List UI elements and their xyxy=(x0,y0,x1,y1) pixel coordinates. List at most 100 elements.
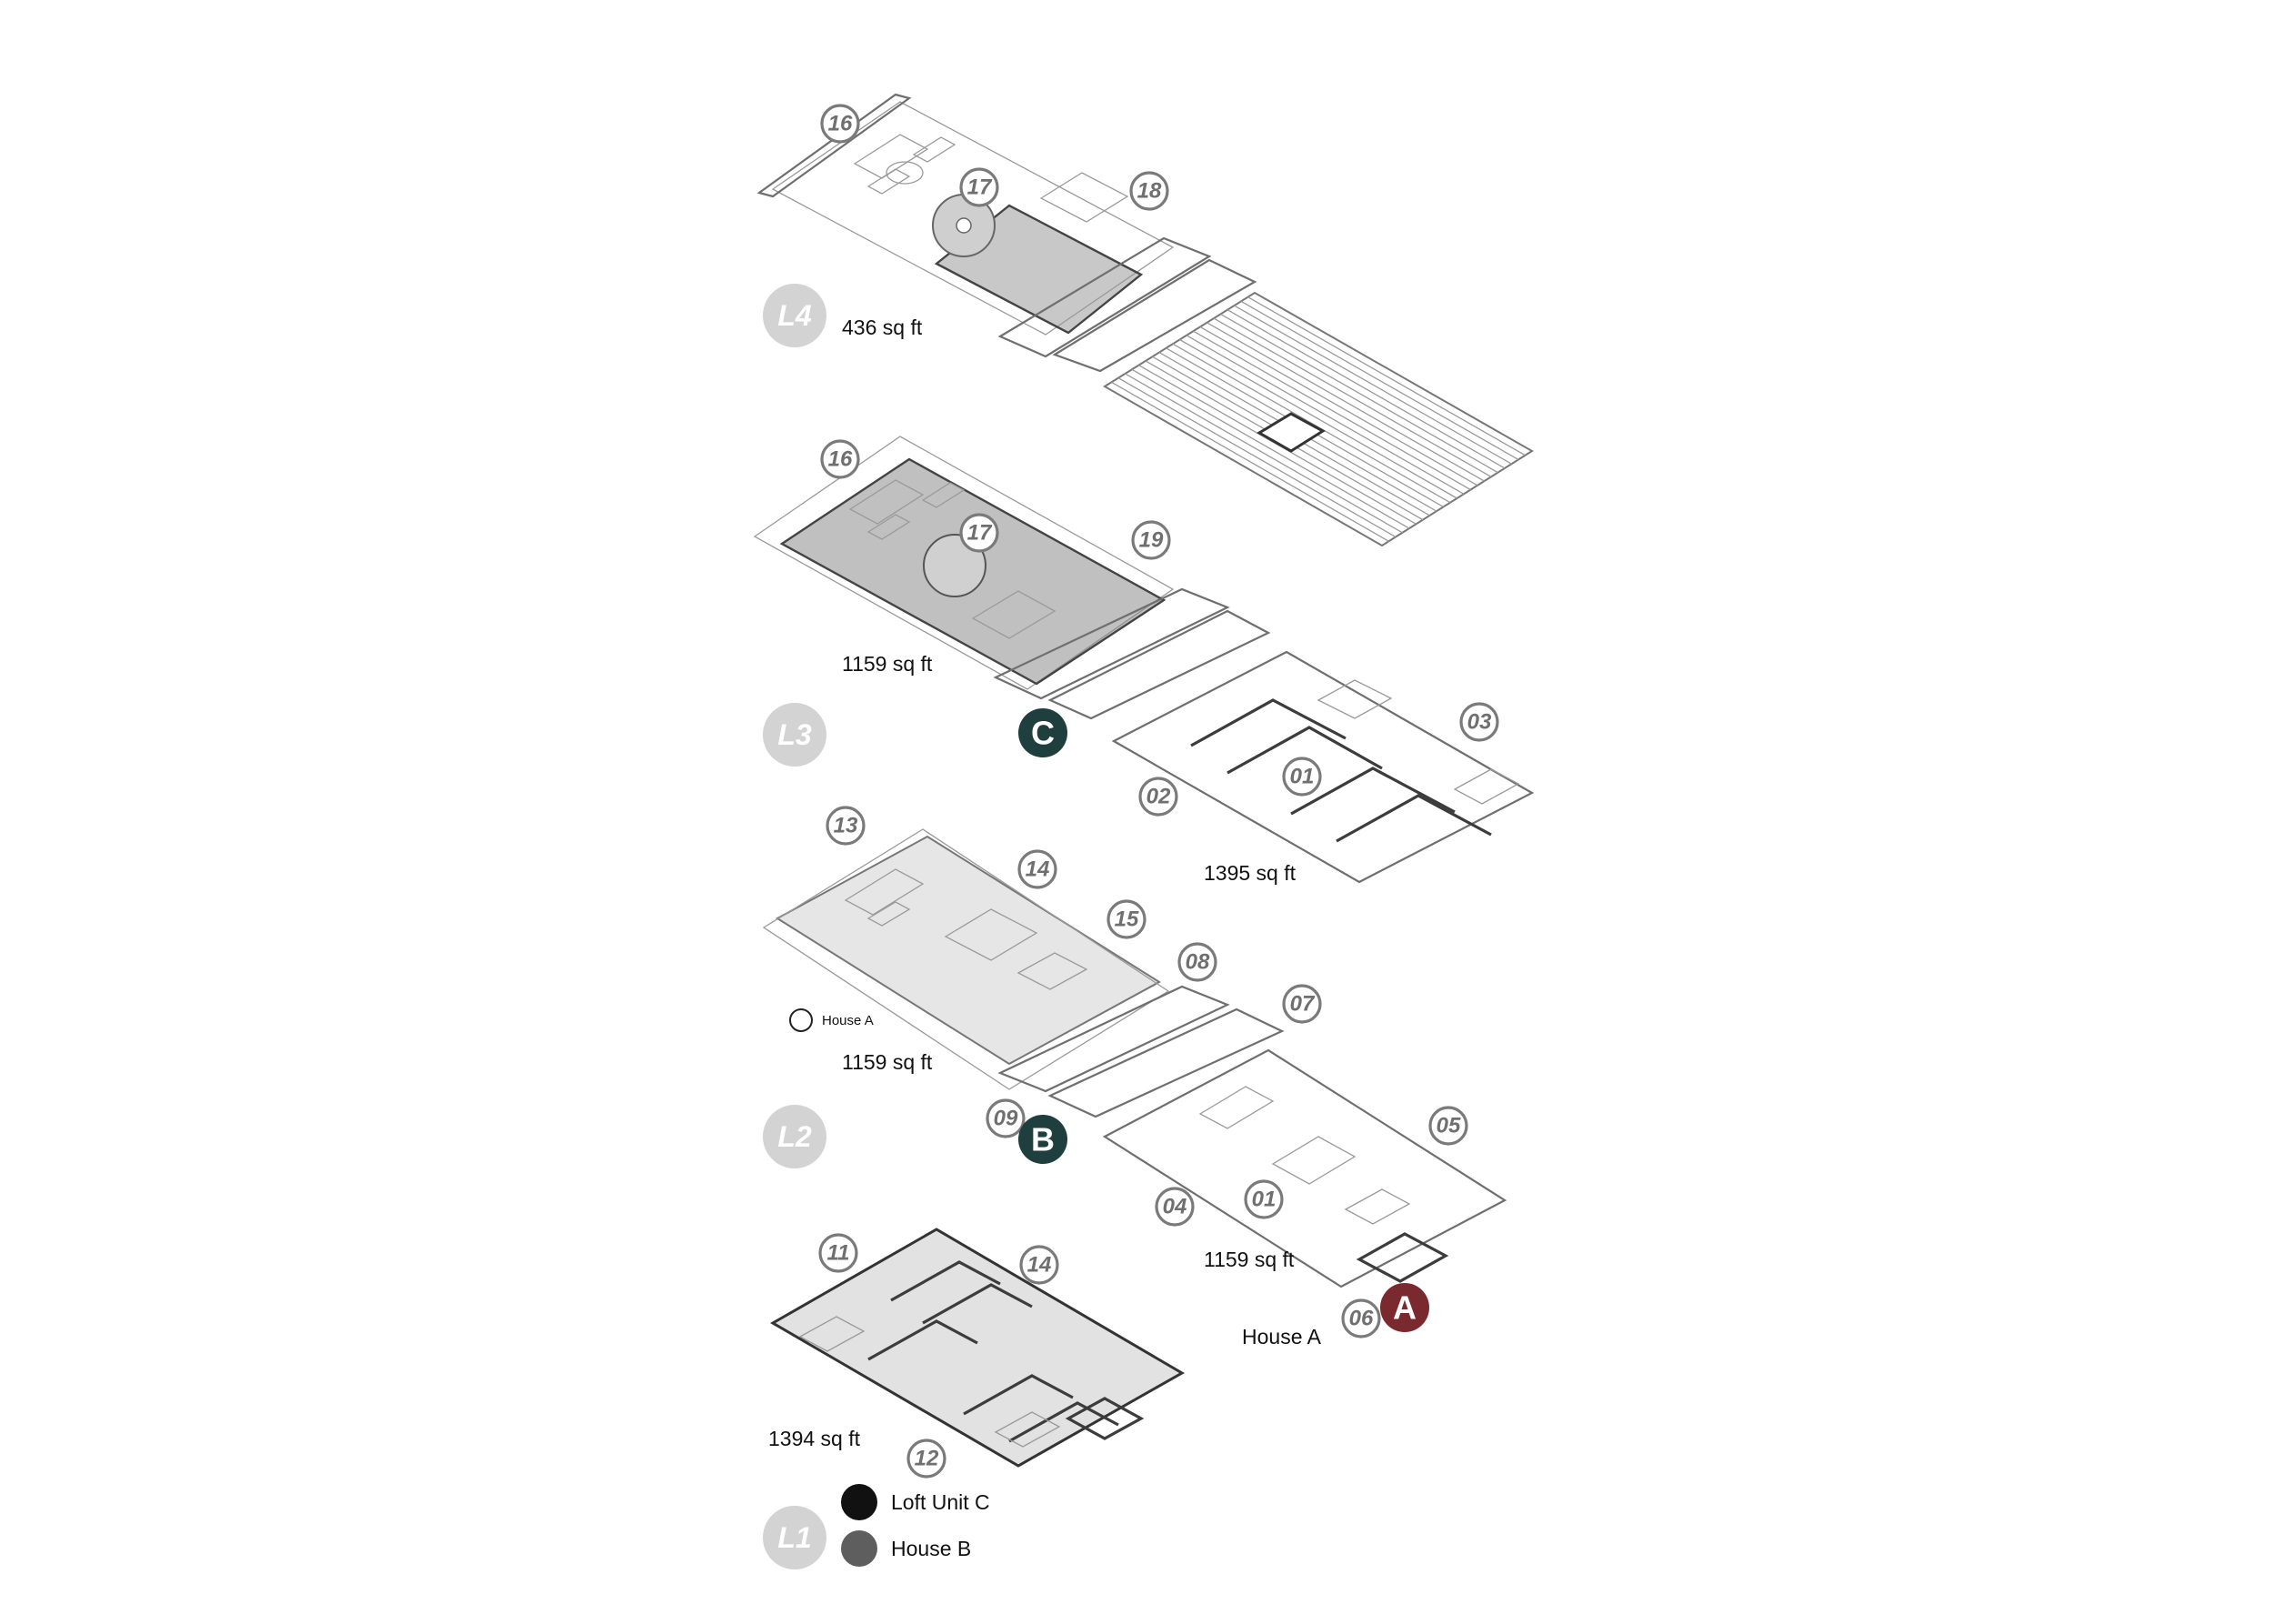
l2-unit-outline xyxy=(1102,1048,1507,1288)
l1-plan xyxy=(769,1228,1186,1468)
unit-marker-c: C xyxy=(1018,708,1067,757)
deck-slat xyxy=(1131,368,1410,529)
unit-marker-letter: B xyxy=(1031,1121,1055,1158)
level-badge-label: L3 xyxy=(777,718,812,751)
level-badge-circle xyxy=(763,1506,826,1569)
room-tag-circle xyxy=(1177,942,1217,982)
area-label-l2: 1159 sq ft xyxy=(842,1050,933,1074)
deck-slat xyxy=(1111,381,1389,542)
l4-skylight xyxy=(1257,412,1326,453)
unit-marker-circle xyxy=(1018,708,1067,757)
level-badge-label: L1 xyxy=(777,1521,811,1554)
room-tag-number: 12 xyxy=(915,1447,939,1471)
room-tag-circle xyxy=(1138,777,1178,817)
deck-slat xyxy=(1199,326,1478,486)
l4-roof-deck xyxy=(1103,291,1534,547)
room-tag-number: 13 xyxy=(834,814,858,838)
room-tag-circle xyxy=(820,104,860,144)
area-label-l1: 1394 sq ft xyxy=(768,1427,861,1450)
room-tag-number: 17 xyxy=(967,521,993,546)
room-tag: 09 xyxy=(986,1098,1026,1138)
level-badge-circle xyxy=(763,703,826,767)
room-tag-number: 01 xyxy=(1290,765,1315,789)
legend: Loft Unit C House B xyxy=(841,1484,990,1567)
l3-walkway-lower xyxy=(1047,609,1271,720)
room-tag-circle xyxy=(1155,1187,1195,1227)
room-tag-number: 16 xyxy=(828,447,853,472)
room-tag-number: 08 xyxy=(1186,950,1210,975)
room-tag-number: 09 xyxy=(994,1107,1018,1131)
level-2-plan xyxy=(762,828,1507,1288)
room-tag-circle xyxy=(906,1439,946,1479)
deck-slat xyxy=(1213,317,1492,477)
deck-slat xyxy=(1179,338,1457,499)
deck-slat xyxy=(1240,300,1519,461)
level-badge-l2: L2 xyxy=(763,1105,826,1168)
room-tag-circle xyxy=(1282,757,1322,797)
room-tag: 08 xyxy=(1177,942,1217,982)
room-tag-number: 18 xyxy=(1137,179,1162,204)
l2-furniture xyxy=(844,868,1088,990)
room-tag-circle xyxy=(1106,899,1147,939)
room-tag: 16 xyxy=(820,439,860,479)
unit-marker-circle xyxy=(1380,1283,1429,1332)
deck-slat xyxy=(1125,373,1403,534)
unit-marker-letter: C xyxy=(1031,715,1055,752)
unit-marker-a: A xyxy=(1380,1283,1429,1332)
l2-loft-interior xyxy=(776,835,1161,1066)
unit-marker-b: B xyxy=(1018,1115,1067,1164)
room-tag-number: 11 xyxy=(827,1241,850,1266)
l2-walkway-lower xyxy=(1047,1007,1285,1118)
room-tag: 19 xyxy=(1131,520,1171,560)
level-badge-l4: L4 xyxy=(763,284,826,347)
l2-walkway xyxy=(997,985,1230,1093)
room-tag-circle xyxy=(1129,171,1169,211)
room-tag: 15 xyxy=(1106,899,1147,939)
l4-furniture xyxy=(853,134,1129,223)
room-tag-circle xyxy=(1282,984,1322,1024)
room-tag-number: 01 xyxy=(1252,1188,1277,1212)
area-label-l3: 1159 sq ft xyxy=(842,652,933,676)
deck-slat xyxy=(1193,330,1471,491)
room-tag-number: 06 xyxy=(1349,1307,1374,1331)
room-tag-circle xyxy=(1341,1298,1381,1338)
room-tag: 18 xyxy=(1129,171,1169,211)
room-tag: 01 xyxy=(1282,757,1322,797)
l3-walkway xyxy=(993,587,1230,700)
room-tag-circle xyxy=(986,1098,1026,1138)
room-tag-number: 02 xyxy=(1147,785,1171,809)
room-tag-number: 07 xyxy=(1290,992,1316,1017)
l2-unit-furniture xyxy=(1198,1086,1411,1225)
room-tag-number: 14 xyxy=(1027,1253,1052,1278)
unit-marker-letter: A xyxy=(1393,1289,1417,1327)
room-tag-circle xyxy=(1459,702,1499,742)
l1-furniture xyxy=(798,1316,1061,1448)
level-badge-circle xyxy=(763,1105,826,1168)
l4-walkway-lower xyxy=(1052,258,1257,373)
house-a-legend-label: House A xyxy=(822,1013,874,1028)
deck-slat xyxy=(1234,305,1512,465)
l1-walls xyxy=(867,1260,1145,1443)
deck-slat xyxy=(1207,322,1485,482)
level-4-plan xyxy=(756,93,1534,547)
room-tag-circle xyxy=(959,513,999,553)
unit-marker-circle xyxy=(1018,1115,1067,1164)
deck-slat xyxy=(1247,296,1526,456)
area-label-l3-unit: 1395 sq ft xyxy=(1204,861,1297,885)
deck-slat xyxy=(1117,377,1397,538)
room-tag-number: 14 xyxy=(1026,857,1050,882)
level-badge-l3: L3 xyxy=(763,703,826,767)
room-tag-circle xyxy=(1017,849,1057,889)
l3-unit-furniture xyxy=(1317,679,1520,805)
room-tag-circle xyxy=(1019,1245,1059,1285)
deck-slat xyxy=(1227,309,1506,469)
level-1-plan xyxy=(769,1228,1186,1468)
room-tag-number: 16 xyxy=(828,112,853,136)
l3-furniture xyxy=(848,479,1056,639)
legend-swatch-loft-unit-c xyxy=(841,1484,877,1520)
room-tag: 14 xyxy=(1017,849,1057,889)
l3-unit-walls xyxy=(1190,698,1492,843)
room-tag: 17 xyxy=(959,513,999,553)
